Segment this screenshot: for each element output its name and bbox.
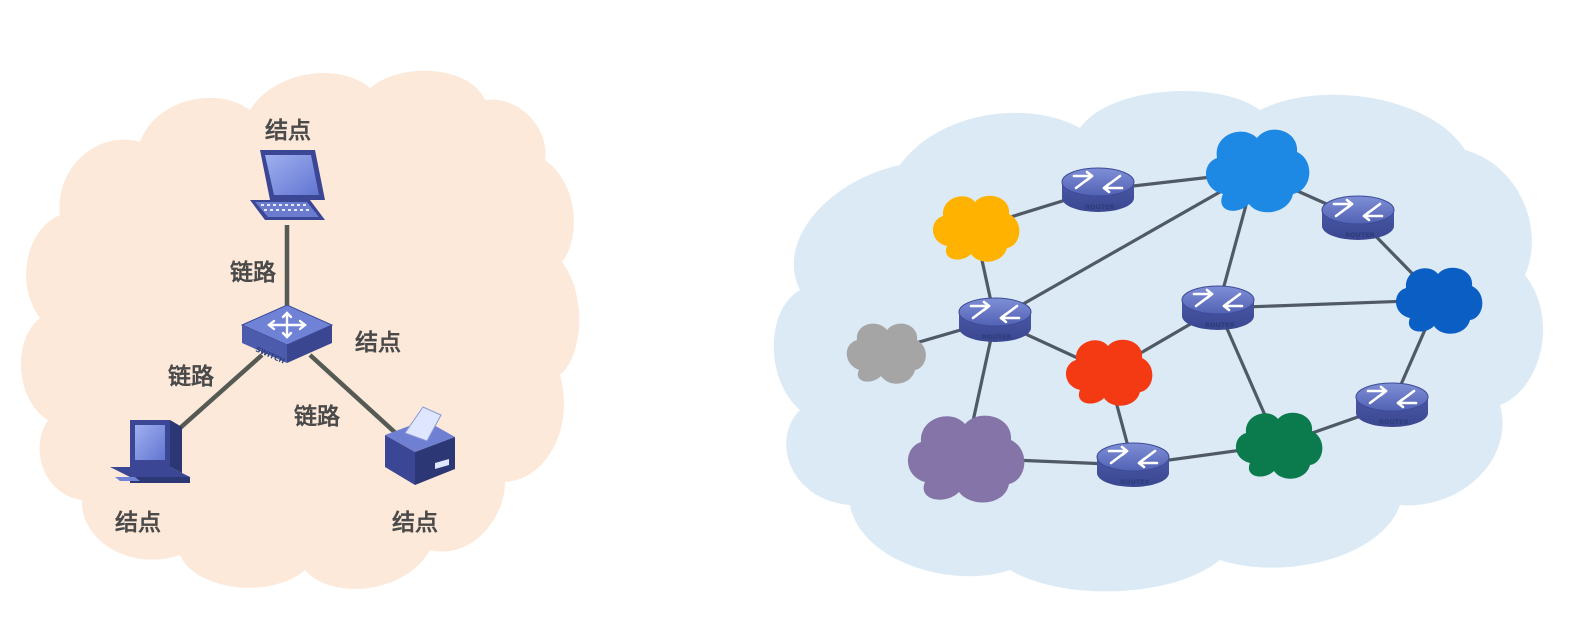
router-text: ROUTER [1085, 203, 1115, 211]
link-label-printer: 链路 [294, 403, 341, 430]
router-text: ROUTER [982, 333, 1012, 341]
cloud-network-purple [908, 416, 1024, 503]
link-label-desktop: 链路 [168, 363, 215, 390]
right-mesh-topology: ROUTER ROUTER ROUTER ROUTER ROUTER ROUTE… [774, 91, 1543, 591]
router-icon: ROUTER [1062, 168, 1134, 212]
router-icon: ROUTER [1356, 383, 1428, 427]
router-icon: ROUTER [1097, 443, 1169, 487]
node-label-switch: 结点 [355, 330, 401, 356]
link-label-laptop: 链路 [230, 259, 277, 286]
router-text: ROUTER [1345, 231, 1375, 239]
router-icon: ROUTER [1322, 196, 1394, 240]
router-icon: ROUTER [1182, 286, 1254, 330]
router-text: ROUTER [1379, 418, 1409, 426]
node-label-printer: 结点 [392, 510, 438, 536]
left-star-topology: SWITCH 结点 链路 结点 链路 链路 结点 结点 [21, 71, 579, 589]
router-icon: ROUTER [959, 298, 1031, 342]
node-label-desktop: 结点 [115, 510, 161, 536]
router-text: ROUTER [1120, 478, 1150, 486]
node-label-laptop: 结点 [265, 118, 311, 144]
router-text: ROUTER [1205, 321, 1235, 329]
